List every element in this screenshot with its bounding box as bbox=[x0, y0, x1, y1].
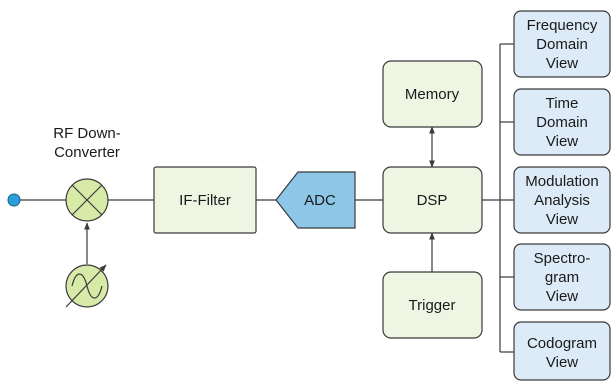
signal-wires bbox=[18, 43, 514, 353]
view-box bbox=[513, 166, 611, 234]
view-text: Time bbox=[546, 95, 579, 112]
adc-block bbox=[275, 171, 356, 229]
if-filter-label: IF-Filter bbox=[179, 192, 231, 209]
view-spectrogram: Spectro- gram View bbox=[513, 243, 611, 311]
view-time-domain: Time Domain View bbox=[513, 88, 611, 156]
view-box bbox=[513, 243, 611, 311]
view-text: View bbox=[546, 288, 578, 305]
view-codogram: Codogram View bbox=[513, 321, 611, 381]
view-text: View bbox=[546, 211, 578, 228]
rf-label-line-2: Converter bbox=[54, 144, 120, 161]
local-oscillator-icon bbox=[65, 264, 109, 308]
view-text: View bbox=[546, 55, 578, 72]
view-text: View bbox=[546, 133, 578, 150]
view-frequency-domain: Frequency Domain View bbox=[513, 10, 611, 78]
memory-label: Memory bbox=[405, 86, 460, 103]
trigger-block bbox=[382, 271, 483, 339]
view-box bbox=[513, 321, 611, 381]
view-text: Frequency bbox=[527, 17, 598, 34]
view-text: Spectro- bbox=[534, 250, 591, 267]
view-text: Codogram bbox=[527, 335, 597, 352]
rf-input-node-icon bbox=[7, 193, 21, 207]
if-filter-block bbox=[153, 166, 257, 234]
trigger-label: Trigger bbox=[409, 297, 456, 314]
view-box bbox=[513, 10, 611, 78]
view-text: Domain bbox=[536, 36, 588, 53]
view-text: Domain bbox=[536, 114, 588, 131]
view-text: Analysis bbox=[534, 192, 590, 209]
view-text: View bbox=[546, 354, 578, 371]
dsp-block bbox=[382, 166, 483, 234]
adc-label: ADC bbox=[304, 192, 336, 209]
rf-label-line-1: RF Down- bbox=[53, 125, 121, 142]
dsp-label: DSP bbox=[417, 192, 448, 209]
view-box bbox=[513, 88, 611, 156]
view-text: Modulation bbox=[525, 173, 598, 190]
view-modulation-analysis: Modulation Analysis View bbox=[513, 166, 611, 234]
mixer-x-icon bbox=[65, 178, 109, 222]
view-text: gram bbox=[545, 269, 579, 286]
memory-block bbox=[382, 60, 483, 128]
